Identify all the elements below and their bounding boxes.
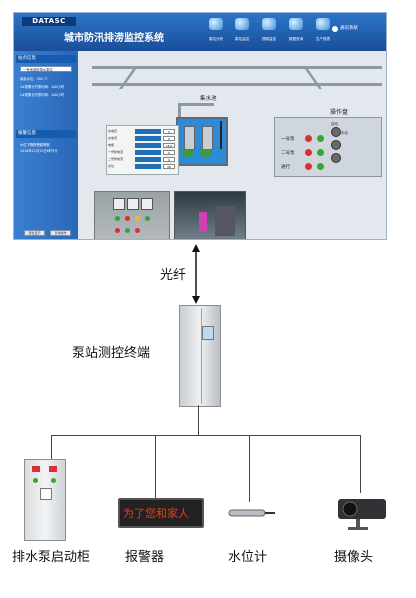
table-row: 水位 58 bbox=[107, 163, 178, 170]
pipe bbox=[118, 69, 137, 89]
connector-line bbox=[51, 435, 52, 459]
connector-line bbox=[198, 405, 199, 435]
nav-video-monitor[interactable]: 视频监控 bbox=[257, 16, 281, 47]
pump-start-cabinet bbox=[24, 459, 66, 541]
alarm-line: 水位下降报警超警报 bbox=[20, 143, 50, 147]
stop-lamp[interactable] bbox=[305, 163, 312, 170]
connector-line bbox=[249, 435, 250, 502]
nav-pump-distribution[interactable]: 泵站分布 bbox=[204, 16, 228, 47]
alarm-led-sign: 为了您和家人 bbox=[118, 498, 204, 528]
company-logo-icon bbox=[332, 26, 338, 32]
nav-pump-monitor[interactable]: 泵站监控 bbox=[230, 16, 254, 47]
scada-header: DATASC 城市防汛排涝监控系统 泵站分布 泵站监控 视频监控 数据查询 生产… bbox=[14, 13, 386, 51]
device-label: 水位计 bbox=[228, 550, 268, 565]
mode-knob[interactable] bbox=[331, 140, 341, 150]
pump-2-impeller bbox=[200, 149, 212, 157]
device-label: 摄像头 bbox=[334, 550, 374, 565]
check-lamp[interactable] bbox=[317, 163, 324, 170]
run-lamp[interactable] bbox=[317, 149, 324, 156]
knob-label-manual: 手动 bbox=[341, 131, 348, 135]
tank-label: 集水池 bbox=[200, 96, 217, 102]
op-row-label: 二号泵 bbox=[281, 151, 295, 156]
device-label: 排水泵启动柜 bbox=[12, 550, 91, 565]
pipe bbox=[178, 103, 214, 106]
table-row: 一号泵电流 0 bbox=[107, 149, 178, 156]
nav-data-query[interactable]: 数据查询 bbox=[284, 16, 308, 47]
connector-line bbox=[155, 435, 156, 498]
operation-panel: 一号泵 二号泵 通行 自动 手动 bbox=[274, 117, 382, 177]
scada-screenshot: DATASC 城市防汛排涝监控系统 泵站分布 泵站监控 视频监控 数据查询 生产… bbox=[13, 12, 387, 240]
report-icon bbox=[316, 18, 330, 30]
pump-1-impeller bbox=[182, 149, 194, 157]
op-row-label: 通行 bbox=[281, 165, 290, 170]
table-row: 二号泵电流 0 bbox=[107, 156, 178, 163]
station-select[interactable]: 一号地道桥排水泵站 bbox=[20, 66, 72, 72]
brand-logo: DATASC bbox=[22, 17, 76, 26]
table-row: 总电压 0 bbox=[107, 128, 178, 135]
terminal-label: 泵站测控终端 bbox=[72, 346, 151, 361]
info-line: 最高水位：300 ℃ bbox=[20, 77, 48, 81]
table-row: 总电流 0 bbox=[107, 135, 178, 142]
company-name: 通讯系统 bbox=[340, 26, 358, 31]
camera-icon bbox=[262, 18, 276, 30]
op-row-label: 一号泵 bbox=[281, 137, 295, 142]
mode-knob[interactable] bbox=[331, 153, 341, 163]
connector-bus bbox=[51, 435, 361, 436]
tunnel-camera-photo bbox=[174, 191, 246, 239]
fiber-link-arrow bbox=[192, 244, 200, 304]
parameter-table: 总电压 0 总电流 0 电能 18.6 一号泵电流 0 二号泵电流 bbox=[106, 125, 179, 175]
alarm-line: 2016年11月12日8时9分 bbox=[20, 149, 58, 153]
pump-1[interactable] bbox=[184, 126, 195, 150]
table-row: 电能 18.6 bbox=[107, 142, 178, 149]
connector-line bbox=[360, 435, 361, 493]
daily-operation-button[interactable]: 日常操作 bbox=[50, 230, 71, 236]
level-display-button[interactable]: 液位显示 bbox=[24, 230, 45, 236]
pump-2[interactable] bbox=[202, 126, 213, 150]
scada-sidebar: 站点信息 一号地道桥排水泵站 最高水位：300 ℃ 1#泵累计开泵时间：100小… bbox=[14, 51, 78, 239]
level-probe bbox=[220, 121, 222, 149]
pipe bbox=[178, 103, 181, 117]
nav-report[interactable]: 生产报表 bbox=[311, 16, 335, 47]
system-title: 城市防汛排涝监控系统 bbox=[64, 33, 164, 44]
knob-label-auto: 自动 bbox=[331, 122, 338, 126]
terminal-cabinet bbox=[179, 305, 221, 407]
device-label: 报警器 bbox=[125, 550, 165, 565]
alarm-info-header: 报警信息 bbox=[16, 130, 76, 138]
camera-device bbox=[338, 499, 386, 530]
stop-lamp[interactable] bbox=[305, 135, 312, 142]
water-level-sensor bbox=[228, 509, 275, 517]
search-icon bbox=[289, 18, 303, 30]
cabinet-screen bbox=[202, 326, 214, 340]
fiber-label: 光纤 bbox=[160, 268, 187, 283]
pipe bbox=[304, 69, 323, 89]
info-line: 1#泵累计开泵时间：100小时 bbox=[20, 85, 65, 89]
stop-lamp[interactable] bbox=[305, 149, 312, 156]
mode-knob[interactable] bbox=[331, 127, 341, 137]
run-lamp[interactable] bbox=[317, 135, 324, 142]
control-cabinet-photo bbox=[94, 191, 170, 239]
operation-panel-title: 操作盘 bbox=[330, 109, 349, 116]
car-icon bbox=[209, 18, 223, 30]
info-line: 2#泵累计开泵时间：100小时 bbox=[20, 93, 65, 97]
led-text: 为了您和家人 bbox=[123, 507, 189, 520]
pipe bbox=[92, 83, 382, 86]
monitor-icon bbox=[235, 18, 249, 30]
station-info-header: 站点信息 bbox=[16, 55, 76, 63]
pipe bbox=[92, 66, 382, 69]
